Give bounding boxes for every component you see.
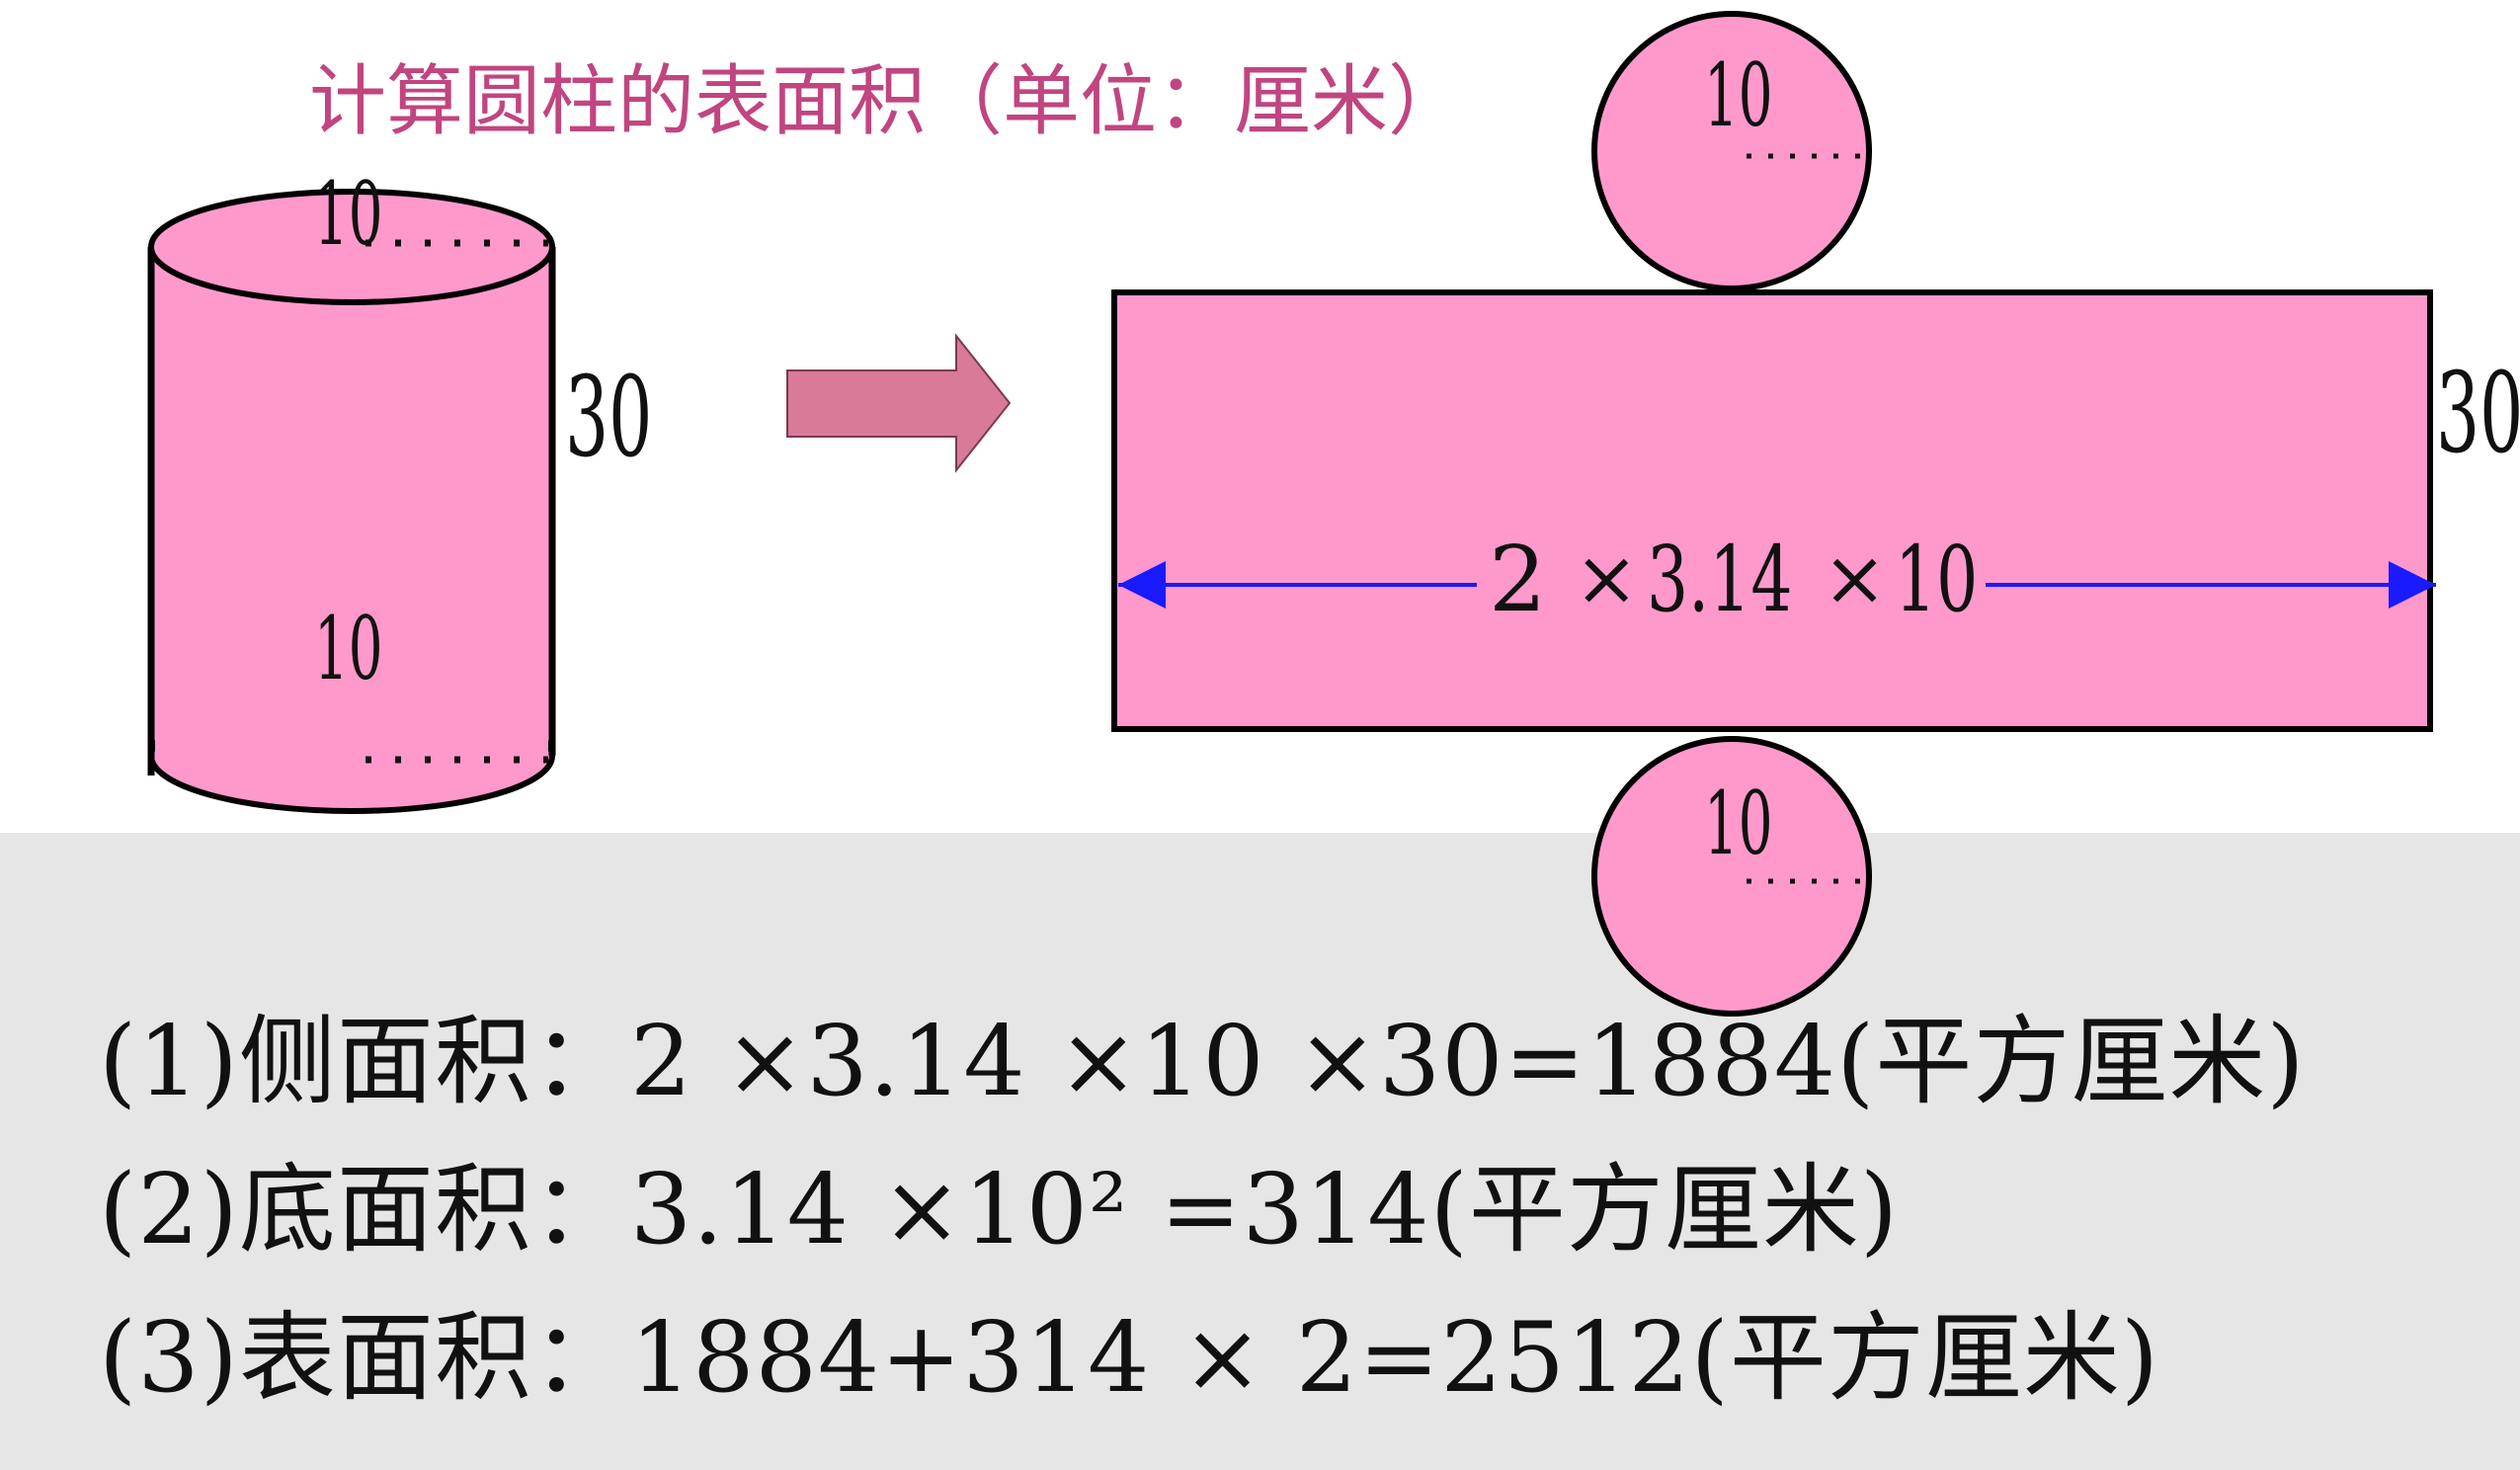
formula-times-2: × [1822, 534, 1888, 623]
solution-steps: (1)侧面积：2 ×3.14 ×10 ×30=1884(平方厘米) (2)底面积… [99, 988, 2306, 1432]
page-title: 计算圆柱的表面积（单位：厘米） [309, 57, 1466, 146]
cylinder-bottom-cover [155, 692, 548, 756]
cylinder-top-base [148, 189, 555, 305]
cylinder-height-label: 30 [565, 354, 653, 482]
transform-arrow-icon [786, 333, 1012, 473]
net-top-circle-label: 10 [1704, 44, 1773, 146]
net-top-circle [1591, 11, 1872, 291]
cylinder-side [151, 247, 552, 756]
net-bottom-circle-label: 10 [1704, 773, 1773, 874]
net-height-label: 30 [2436, 350, 2520, 478]
step-lateral-area: (1)侧面积：2 ×3.14 ×10 ×30=1884(平方厘米) [99, 1006, 2306, 1118]
net-lateral-rectangle [1111, 289, 2433, 732]
step-base-area: (2)底面积：3.14 ×10² =314(平方厘米) [99, 1154, 1900, 1266]
formula-times-1: × [1574, 534, 1639, 623]
formula-pi: 3.14 [1646, 526, 1793, 632]
cylinder-top-radius-label: 10 [314, 163, 383, 265]
cylinder-bottom-radius-label: 10 [314, 598, 383, 699]
step-surface-area: (3)表面积：1884+314 × 2=2512(平方厘米) [99, 1302, 2160, 1415]
formula-two: 2 [1489, 526, 1547, 632]
gray-background-panel [0, 833, 2520, 1470]
formula-radius: 10 [1895, 526, 1979, 632]
circumference-formula: 2 × 3.14 × 10 [1477, 525, 1987, 633]
net-bottom-circle [1591, 736, 1872, 1017]
cylinder-figure [147, 189, 556, 814]
cylinder-net [1111, 11, 2436, 1017]
